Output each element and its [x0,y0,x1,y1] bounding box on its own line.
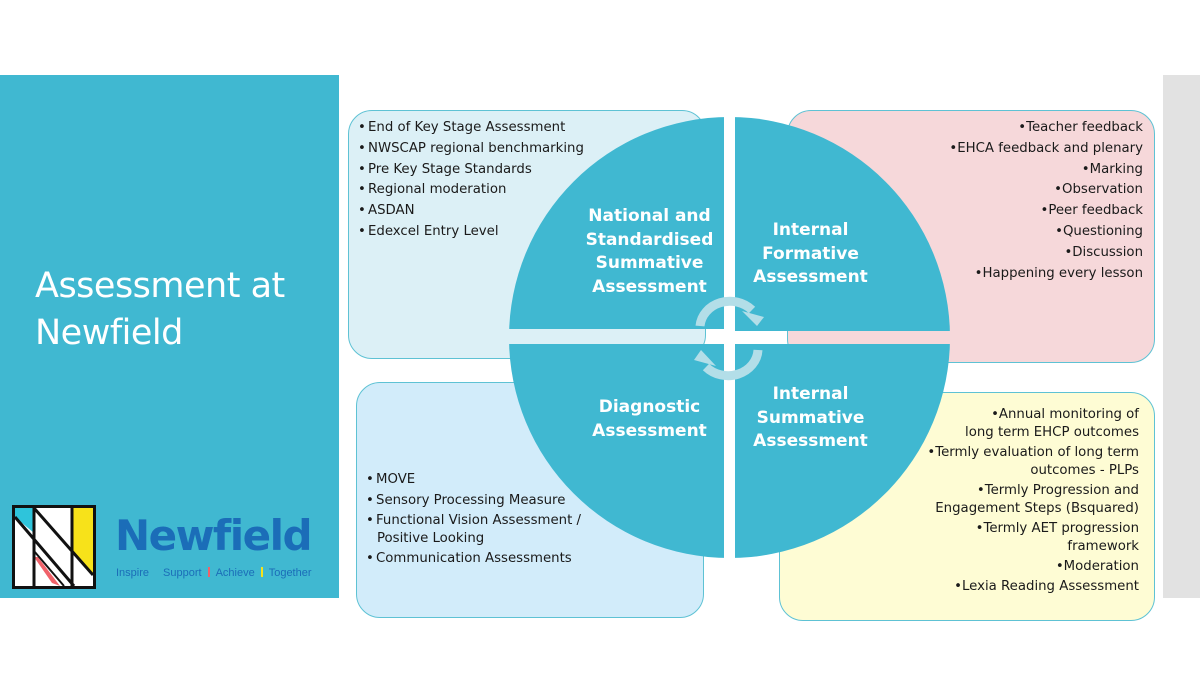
list-item: •Observation [1054,182,1143,198]
quadrant-label-diagnostic: Diagnostic Assessment [592,397,707,441]
formative-assessment-list: •Teacher feedback •EHCA feedback and ple… [947,118,1143,284]
newfield-logo: Newfield Inspire Support Achieve Together [12,505,322,591]
list-item: •Communication Assessments [366,551,572,567]
list-item: •Marking [1081,161,1143,177]
list-item: •Moderation [1055,558,1139,574]
tagline-support: Support [163,567,202,579]
tagline-inspire: Inspire [116,567,150,579]
newfield-n-mark-icon [12,505,96,589]
national-assessment-list: •End of Key Stage Assessment •NWSCAP reg… [358,118,584,243]
list-item: •Functional Vision Assessment /Positive … [366,513,582,546]
diagnostic-assessment-list: •MOVE •Sensory Processing Measure •Funct… [366,471,581,571]
tagline-separator [260,567,263,577]
quadrant-label-national: National and Standardised Summative Asse… [585,206,714,297]
cycle-arrow-top-icon [695,296,764,327]
logo-wordmark: Newfield [115,511,313,560]
list-item: •ASDAN [358,203,415,219]
list-item: •Lexia Reading Assessment [954,579,1139,595]
list-item: •Sensory Processing Measure [366,492,566,508]
list-item: •Regional moderation [358,182,507,198]
list-item: •Teacher feedback [1018,120,1143,135]
list-item: •Pre Key Stage Standards [358,161,532,177]
list-item: •Questioning [1055,223,1143,239]
slide-title: Assessment at Newfield [35,263,285,357]
tagline-together: Together [268,567,312,579]
list-item: •End of Key Stage Assessment [358,120,566,135]
quadrant-label-summative: Internal Summative Assessment [753,384,868,451]
quadrant-label-formative: Internal Formative Assessment [753,220,868,287]
list-item: •EHCA feedback and plenary [949,140,1143,156]
list-item: •Happening every lesson [974,265,1143,281]
tagline-achieve: Achieve [215,567,255,579]
list-item: •Discussion [1064,244,1143,260]
cycle-arrow-bottom-icon [694,349,763,381]
logo-tagline: Inspire Support Achieve Together [116,567,312,579]
side-strip [1163,75,1200,598]
list-item: •NWSCAP regional benchmarking [358,140,584,156]
tagline-separator [207,567,210,577]
list-item: •Edexcel Entry Level [358,223,499,239]
list-item: •Peer feedback [1040,203,1143,219]
list-item: •MOVE [366,472,416,487]
slide-title-line-1: Assessment at [35,266,285,306]
tagline-separator [155,567,158,577]
slide-title-line-2: Newfield [35,313,183,353]
